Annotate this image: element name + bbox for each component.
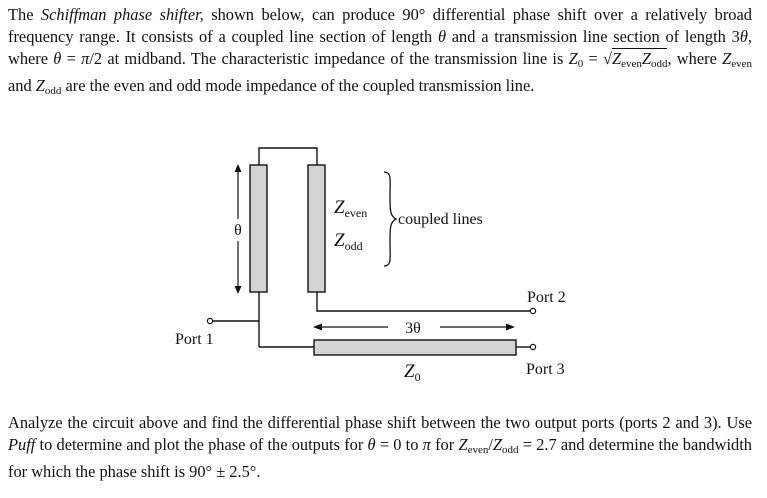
transmission-line-z0 [313,339,517,356]
coupled-top-wire [258,147,318,165]
question-paragraph: Analyze the circuit above and find the d… [8,413,752,481]
port1-label: Port 1 [175,331,214,348]
three-theta-label: 3θ [405,320,421,337]
zodd-label: Zodd [334,230,363,253]
theta-arrow-head-top [234,164,242,172]
coupled-line-left [249,164,268,293]
theta-label: θ [234,222,242,239]
port2-wire [316,292,531,312]
port1-terminal [206,317,214,325]
zeven-label: Zeven [334,197,367,220]
intro-paragraph: The Schiffman phase shifter, shown below… [8,5,752,97]
port2-label: Port 2 [527,289,566,306]
term-puff: Puff [8,435,36,454]
coupled-line-right [307,164,326,293]
coupled-lines-brace [383,171,398,267]
coupled-lines-label: coupled lines [398,211,483,228]
theta-arrow-head-bottom [234,286,242,294]
port2-terminal [529,307,537,315]
port3-label: Port 3 [526,361,565,378]
three-theta-head-right [506,323,515,331]
three-theta-head-left [313,323,322,331]
term-schiffman: Schiffman phase shifter, [40,5,204,24]
z0-label: Z0 [404,361,421,384]
port3-terminal [529,343,537,351]
